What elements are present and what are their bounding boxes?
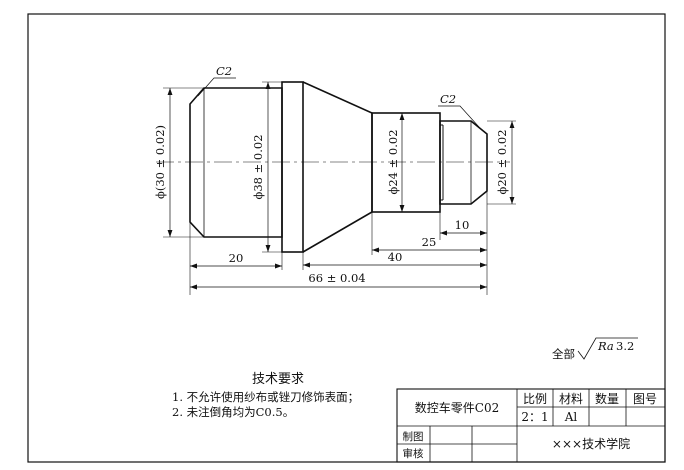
chamfer-leaders	[197, 77, 480, 128]
sheet-border	[27, 13, 666, 463]
dim-66: 66 ± 0.04	[308, 271, 365, 285]
shaft-part	[189, 81, 488, 253]
dim-20: 20	[229, 251, 244, 265]
svg-text:全部: 全部	[552, 347, 575, 361]
roughness-symbol-icon	[577, 337, 638, 360]
section-d38	[281, 81, 304, 253]
tb-header-scale: 比例	[523, 392, 547, 406]
section-d20	[439, 120, 488, 205]
roughness-note: 全部 Ra 3.2	[552, 337, 638, 361]
requirement-2: 2. 未注倒角均为C0.5。	[172, 405, 294, 419]
tb-scale-value: 2：1	[521, 410, 548, 424]
section-d24	[371, 112, 441, 213]
svg-text:3.2: 3.2	[616, 339, 634, 353]
tb-school: ×××技术学院	[552, 436, 630, 451]
dim-10: 10	[455, 218, 470, 232]
dim-d24: ϕ24 ± 0.02	[386, 129, 400, 194]
dim-d30: ϕ(30 ± 0.02)	[153, 125, 167, 199]
dim-25: 25	[422, 235, 437, 249]
requirement-1: 1. 不允许使用纱布或锉刀修饰表面；	[172, 390, 359, 404]
chamfer-label-left: C2	[216, 64, 232, 78]
svg-text:Ra: Ra	[597, 339, 614, 353]
tb-checked-by-label: 审核	[403, 447, 424, 460]
tb-header-material: 材料	[559, 392, 583, 406]
requirements-title: 技术要求	[252, 372, 304, 387]
tb-header-drawing-no: 图号	[633, 392, 657, 406]
dim-40: 40	[388, 250, 403, 264]
section-taper	[302, 81, 373, 253]
title-block	[396, 388, 666, 463]
tb-part-name: 数控车零件C02	[415, 400, 499, 415]
tb-drawn-by-label: 制图	[403, 430, 424, 443]
extension-lines	[163, 81, 516, 295]
dim-d38: ϕ38 ± 0.02	[251, 134, 265, 199]
tb-material-value: Al	[564, 410, 578, 424]
dimension-lines	[167, 82, 515, 290]
dim-d20: ϕ20 ± 0.02	[495, 129, 509, 194]
groove	[440, 124, 444, 201]
chamfer-label-right: C2	[440, 92, 456, 106]
tb-header-qty: 数量	[595, 391, 619, 406]
